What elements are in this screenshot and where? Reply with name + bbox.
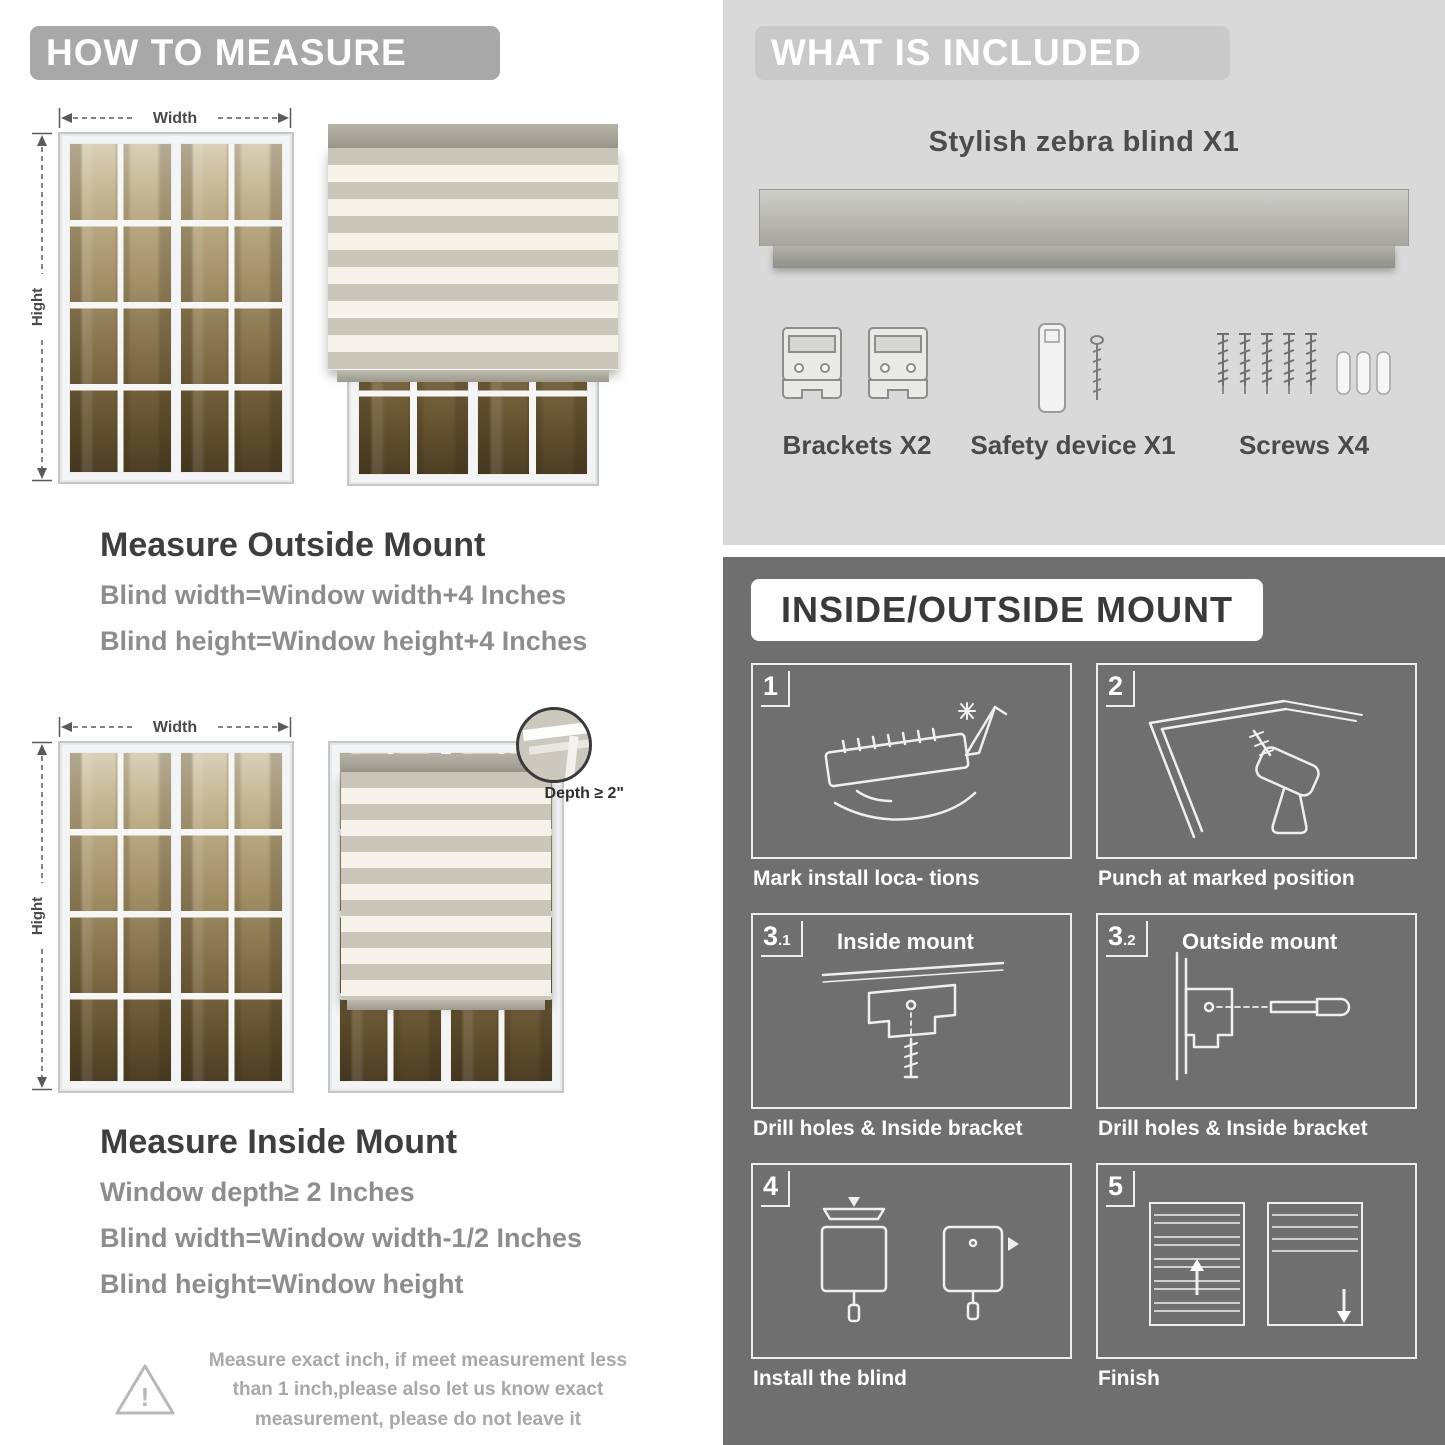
inside-blind-figure: Depth ≥ 2": [328, 707, 624, 1093]
product-label: Stylish zebra blind X1: [928, 126, 1240, 158]
width-arrow-label: Width: [153, 719, 197, 736]
step-5: 5: [1096, 1163, 1417, 1405]
step-3-2-box: 3.2 Outside mount: [1096, 913, 1417, 1109]
headrail-valance: [773, 246, 1395, 268]
step-4-caption: Install the blind: [753, 1367, 908, 1390]
window-sash: [180, 752, 283, 1082]
depth-label: Depth ≥ 2": [544, 785, 624, 802]
step-4-box: 4: [751, 1163, 1072, 1359]
screws-icon: [1216, 333, 1391, 395]
height-arrow: Hight: [30, 741, 52, 1091]
drill-position-illustration: [1098, 665, 1415, 857]
inside-mount-line: Blind width=Window width-1/2 Inches: [100, 1223, 583, 1253]
blind-headrail: [341, 754, 551, 772]
mount-header-title: INSIDE/OUTSIDE MOUNT: [781, 589, 1234, 630]
step-1-caption: Mark install loca- tions: [753, 867, 980, 890]
what-is-included-section: WHAT IS INCLUDED Stylish zebra blind X1: [723, 0, 1445, 545]
zebra-blind-illustration: [328, 124, 618, 382]
height-arrow-label: Hight: [30, 288, 46, 326]
step-2-number: 2: [1106, 671, 1136, 707]
step-5-box: 5: [1096, 1163, 1417, 1359]
inside-bracket-illustration: [753, 915, 1070, 1107]
brackets-label: Brackets X2: [782, 430, 932, 460]
mount-header: INSIDE/OUTSIDE MOUNT: [751, 579, 1264, 641]
mark-location-illustration: [753, 665, 1070, 857]
outside-mount-line: Blind height=Window height+4 Inches: [100, 626, 588, 656]
brackets-icon: [782, 327, 928, 399]
how-to-measure-header: HOW TO MEASURE: [30, 26, 500, 80]
step-3-1-number: 3.1: [761, 921, 803, 957]
step-3-2-caption: Drill holes & Inside bracket: [1098, 1117, 1368, 1140]
safety-device-label: Safety device X1: [970, 430, 1176, 460]
step-5-number: 5: [1106, 1171, 1136, 1207]
window-illustration: [58, 741, 294, 1093]
included-item-safety-device: Safety device X1: [970, 308, 1176, 461]
included-item-screws: Screws X4: [1209, 308, 1399, 461]
mount-guide-section: INSIDE/OUTSIDE MOUNT 1: [723, 557, 1445, 1445]
step-1-box: 1: [751, 663, 1072, 859]
how-to-measure-section: HOW TO MEASURE Width: [30, 26, 723, 1434]
step-2-caption: Punch at marked position: [1098, 867, 1355, 890]
inside-mount-figures: Width Hight: [30, 707, 723, 1093]
step-3-2-title: Outside mount: [1182, 929, 1338, 954]
included-item-brackets: Brackets X2: [777, 308, 937, 461]
step-4-number: 4: [761, 1171, 791, 1207]
warning-exclamation: !: [141, 1382, 150, 1412]
what-is-included-header: WHAT IS INCLUDED: [755, 26, 1230, 80]
depth-detail-circle: [516, 707, 592, 783]
window-illustration: [58, 132, 294, 484]
headrail-cassette: [759, 189, 1409, 246]
inside-mount-line: Window depth≥ 2 Inches: [100, 1177, 415, 1207]
window-illustration: [328, 741, 564, 1093]
step-2-box: 2: [1096, 663, 1417, 859]
blind-bottom-rail: [347, 1000, 545, 1010]
inside-mount-line: Blind height=Window height: [100, 1269, 464, 1299]
window-sash: [69, 143, 172, 473]
inside-window-figure: Width Hight: [30, 715, 298, 1093]
step-3-1-caption: Drill holes & Inside bracket: [753, 1117, 1023, 1140]
what-is-included-title: WHAT IS INCLUDED: [771, 32, 1142, 73]
window-sash: [69, 752, 172, 1082]
step-3-1: 3.1 Inside mount: [751, 913, 1072, 1155]
mount-steps: 1: [751, 663, 1417, 1405]
window-sash: [180, 143, 283, 473]
outside-bracket-illustration: [1098, 915, 1415, 1107]
step-3-1-box: 3.1 Inside mount: [751, 913, 1072, 1109]
blind-bottom-rail: [336, 370, 610, 382]
step-5-caption: Finish: [1098, 1367, 1160, 1390]
finish-illustration: [1098, 1165, 1415, 1357]
how-to-measure-title: HOW TO MEASURE: [46, 32, 407, 73]
step-4: 4: [751, 1163, 1072, 1405]
step-1: 1: [751, 663, 1072, 905]
included-items: Brackets X2 S: [723, 268, 1445, 461]
height-arrow: Hight: [30, 132, 52, 482]
screws-label: Screws X4: [1238, 430, 1370, 460]
inside-mount-title: Measure Inside Mount: [100, 1123, 458, 1161]
step-3-2: 3.2 Outside mount: [1096, 913, 1417, 1155]
width-arrow: Width: [58, 715, 298, 741]
blind-stripes: [328, 148, 618, 370]
measurement-warning: ! Measure exact inch, if meet measuremen…: [112, 1346, 632, 1434]
right-column: WHAT IS INCLUDED Stylish zebra blind X1: [723, 0, 1445, 1445]
step-3-1-title: Inside mount: [837, 929, 974, 954]
blind-headrail: [328, 124, 618, 148]
outside-blind-figure: [328, 124, 618, 496]
warning-text: Measure exact inch, if meet measurement …: [208, 1350, 628, 1430]
install-blind-illustration: [753, 1165, 1070, 1357]
width-arrow: Width: [58, 106, 298, 132]
safety-device-icon: [1037, 323, 1104, 413]
step-1-number: 1: [761, 671, 791, 707]
outside-mount-line: Blind width=Window width+4 Inches: [100, 580, 567, 610]
blind-stripes: [341, 772, 551, 1000]
headrail-illustration: [759, 189, 1409, 268]
step-3-2-number: 3.2: [1106, 921, 1148, 957]
width-arrow-label: Width: [153, 110, 197, 127]
warning-triangle-icon: !: [115, 1364, 175, 1415]
zebra-blind-illustration: [341, 754, 551, 1010]
outside-mount-figures: Width Hight: [30, 106, 723, 496]
outside-mount-title: Measure Outside Mount: [100, 526, 486, 564]
step-2: 2: [1096, 663, 1417, 905]
height-arrow-label: Hight: [30, 897, 46, 935]
outside-window-figure: Width Hight: [30, 106, 298, 496]
